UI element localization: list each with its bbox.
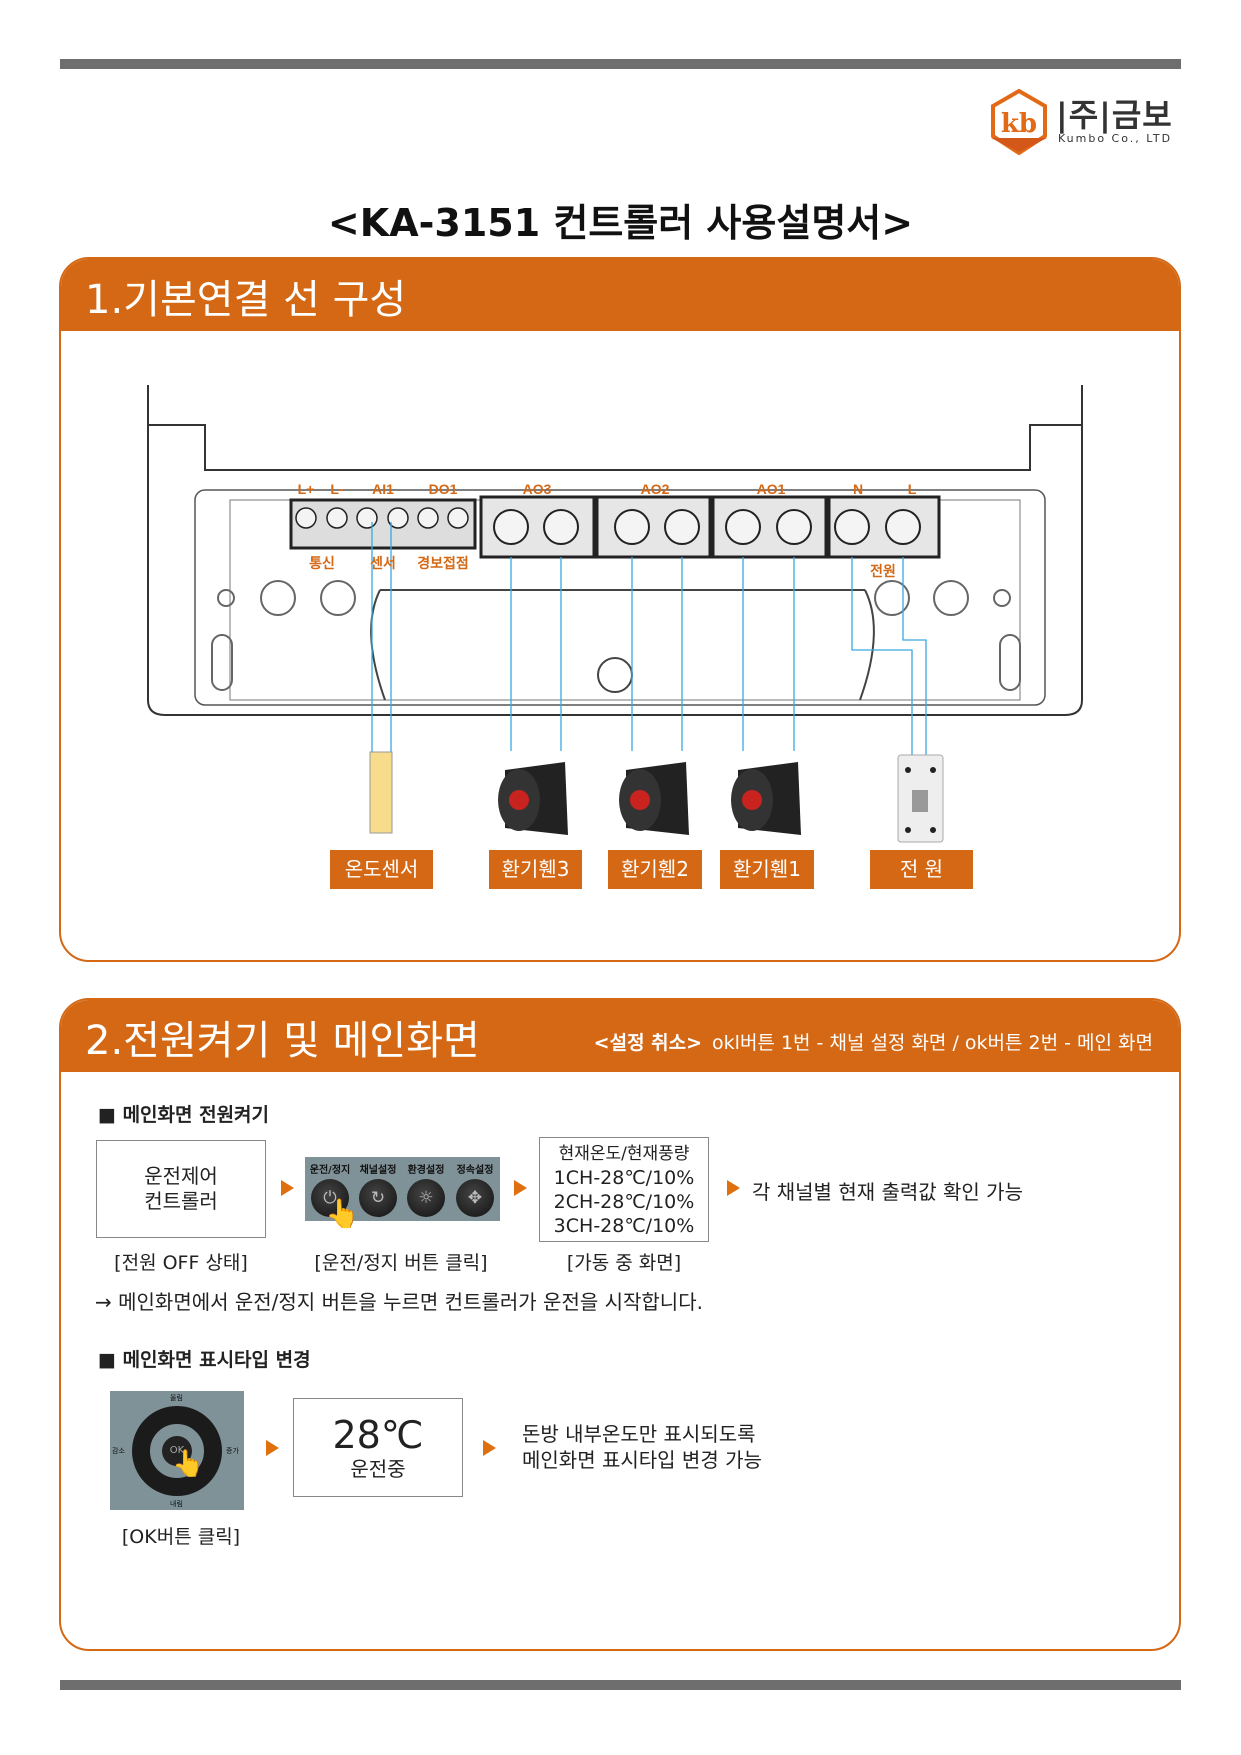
power-on-description: → 메인화면에서 운전/정지 버튼을 누르면 컨트롤러가 운전을 시작합니다. [95,1290,703,1314]
section-title: 2.전원켜기 및 메인화면 [85,1018,480,1064]
display-temperature: 28℃ [332,1413,424,1457]
caption-running: [가동 중 화면] [566,1252,682,1274]
group-label-comm: 통신 [309,555,335,571]
note-text: okl버튼 1번 - 채널 설정 화면 / ok버튼 2번 - 메인 화면 [712,1032,1153,1054]
device-label-fan2: 환기휀2 [608,850,702,889]
subheading-power-on: ■ 메인화면 전원켜기 [98,1104,270,1126]
constant-speed-button[interactable]: ✥ [456,1179,494,1217]
temperature-sensor-icon [369,751,393,834]
status-line: 3CH-28℃/10% [553,1214,695,1237]
hand-pointer-icon: 👆 [325,1197,360,1230]
arrow-right-icon [266,1440,279,1456]
status-line: 1CH-28℃/10% [553,1166,695,1189]
pad-label-up: 올림 [170,1394,183,1402]
section-title: 1.기본연결 선 구성 [85,277,407,323]
note-line: 메인화면 표시타입 변경 가능 [522,1448,762,1472]
terminal-label-ai1: AI1 [372,481,394,497]
controller-off-box: 운전제어 컨트롤러 [96,1140,266,1238]
svg-text:kb: kb [1001,109,1037,139]
environment-setting-button[interactable]: ☼ [407,1179,445,1217]
terminal-label-lplus: L+ [298,481,315,497]
group-label-alarm: 경보접점 [417,555,469,571]
logo-mark-icon: kb [991,88,1047,156]
caption-ok-click: [OK버튼 클릭] [121,1526,241,1548]
section-header: 1.기본연결 선 구성 [61,259,1179,331]
section-power-main-screen: 2.전원켜기 및 메인화면 <설정 취소> okl버튼 1번 - 채널 설정 화면… [59,998,1181,1651]
running-status-box: 현재온도/현재풍량 1CH-28℃/10% 2CH-28℃/10% 3CH-28… [539,1137,709,1242]
power-button[interactable]: ⏻ [311,1179,349,1217]
main-display-box: 28℃ 운전중 [293,1398,463,1497]
group-label-sensor: 센서 [370,555,396,571]
terminal-label-lminus: L- [330,481,344,497]
terminal-label-do1: DO1 [429,481,458,497]
fan-icon [498,762,568,835]
note-label: <설정 취소> [593,1032,703,1054]
pad-label-down: 내림 [170,1500,183,1508]
arrow-right-icon [727,1180,740,1196]
status-line: 2CH-28℃/10% [553,1190,695,1213]
hand-pointer-icon: 👆 [172,1449,205,1479]
note-line: 돈방 내부온도만 표시되도록 [522,1422,756,1446]
top-rule [60,59,1181,69]
cancel-setting-note: <설정 취소> okl버튼 1번 - 채널 설정 화면 / ok버튼 2번 - 메… [594,1028,1153,1055]
terminal-label-l: L [908,481,917,497]
display-type-note: 돈방 내부온도만 표시되도록 메인화면 표시타입 변경 가능 [522,1421,762,1473]
device-label-fan3: 환기휀3 [489,850,582,889]
caption-power-click: [운전/정지 버튼 클릭] [314,1252,488,1274]
channel-setting-button[interactable]: ↻ [359,1179,397,1217]
logo-company-ko: |주|금보 [1056,96,1173,134]
button-label: 환경설정 [407,1165,445,1176]
caption-power-off: [전원 OFF 상태] [114,1252,248,1274]
button-label: 운전/정지 [309,1165,351,1176]
section-basic-wiring: 1.기본연결 선 구성 [59,257,1181,962]
display-state: 운전중 [350,1457,406,1481]
off-box-line: 운전제어 [144,1164,218,1188]
document-title: <KA-3151 컨트롤러 사용설명서> [327,201,914,245]
fan-icon [731,762,801,835]
pad-label-decrease: 감소 [112,1447,125,1455]
button-label: 정속설정 [456,1165,494,1176]
button-panel: 운전/정지 채널설정 환경설정 정속설정 ⏻ ↻ ☼ ✥ 👆 [305,1157,500,1230]
bottom-rule [60,1680,1181,1690]
device-label-temp-sensor: 온도센서 [330,850,433,889]
ok-button[interactable]: OK [162,1436,192,1466]
arrow-right-icon [281,1180,294,1196]
status-header: 현재온도/현재풍량 [558,1143,690,1164]
device-label-fan1: 환기휀1 [720,850,814,889]
logo-company-en: Kumbo Co., LTD [1058,132,1173,145]
terminal-label-n: N [853,481,863,497]
company-logo: kb |주|금보 Kumbo Co., LTD [988,88,1188,158]
circuit-breaker-icon [897,754,944,843]
subheading-display-type: ■ 메인화면 표시타입 변경 [98,1349,311,1371]
terminal-label-ao1: AO1 [757,481,786,497]
ok-button-pad: OK 올림 감소 증가 내림 👆 [110,1391,244,1510]
pad-label-increase: 증가 [226,1447,239,1455]
button-label: 채널설정 [359,1165,397,1176]
arrow-right-icon [514,1180,527,1196]
group-label-power: 전원 [870,563,896,579]
off-box-line: 컨트롤러 [144,1189,218,1213]
arrow-right-icon [483,1440,496,1456]
section-header: 2.전원켜기 및 메인화면 <설정 취소> okl버튼 1번 - 채널 설정 화면… [61,1000,1179,1072]
fan-icon [619,762,689,835]
controller-wiring-diagram: L+ L- AI1 DO1 AO3 AO2 AO1 N L 통신 센서 경보접점… [147,385,1083,843]
device-label-power: 전 원 [870,850,973,889]
channel-output-note: 각 채널별 현재 출력값 확인 가능 [752,1180,1023,1204]
terminal-label-ao3: AO3 [523,481,552,497]
terminal-label-ao2: AO2 [641,481,670,497]
